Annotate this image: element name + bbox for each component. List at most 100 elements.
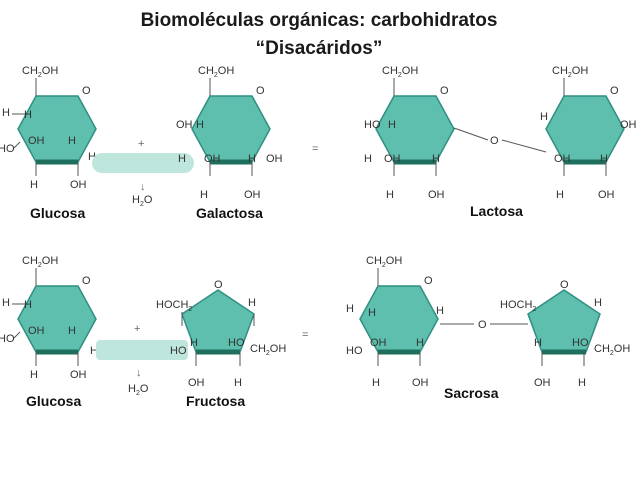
lactose-right-ch2oh: CH2OH bbox=[552, 65, 588, 79]
glucose-1-ch2oh: CH2OH bbox=[22, 65, 58, 79]
fructose-c2-ho: HO bbox=[170, 345, 187, 357]
galactose-c4-oh: OH bbox=[176, 119, 193, 131]
galactose-bottom-oh: OH bbox=[244, 189, 261, 201]
lactose-left-ring-oxygen: O bbox=[440, 85, 449, 97]
glycosidic-bond-lactose-a bbox=[453, 127, 489, 141]
sucrose-fructose-c3-h: H bbox=[534, 337, 542, 349]
glucose-2-c1-sub: H bbox=[90, 345, 98, 357]
lactose-left-c3-h: H bbox=[364, 153, 372, 165]
glycosidic-bond-lactose-b bbox=[501, 139, 547, 153]
lactose-left-bottom-h: H bbox=[386, 189, 394, 201]
glucose-2-c4-oh-bond bbox=[13, 331, 21, 339]
sucrose-glucose-c2-h: H bbox=[416, 337, 424, 349]
glucosa-label-2: Glucosa bbox=[26, 393, 81, 409]
glycosidic-oxygen-sucrose: O bbox=[478, 319, 487, 331]
sucrose-fructose-c4-ho: HO bbox=[572, 337, 589, 349]
water-label-2: H2O bbox=[128, 383, 149, 397]
galactose-c4-h: H bbox=[196, 119, 204, 131]
galactose-c1-h: H bbox=[178, 153, 186, 165]
glucose-ring-2 bbox=[17, 285, 97, 353]
fructose-c5-h: H bbox=[248, 297, 256, 309]
water-arrow-1: ↓ bbox=[140, 181, 146, 193]
plus-sign-2: + bbox=[134, 323, 140, 335]
glucose-1-c4-ho: HO bbox=[0, 143, 15, 155]
glucose-2-ch2oh: CH2OH bbox=[22, 255, 58, 269]
lactosa-label: Lactosa bbox=[470, 203, 523, 219]
water-arrow-2: ↓ bbox=[136, 367, 142, 379]
lactose-right-c2-h: H bbox=[600, 153, 608, 165]
fructose-hoch2: HOCH2 bbox=[156, 299, 192, 313]
fructose-c3-h: H bbox=[190, 337, 198, 349]
sucrose-glucose-c4-h: H bbox=[346, 303, 354, 315]
plus-sign-1: + bbox=[138, 138, 144, 150]
sucrose-fructose-c5-h: H bbox=[594, 297, 602, 309]
glucose-1-c2-oh: OH bbox=[70, 179, 87, 191]
sucrose-glucose-ch2oh: CH2OH bbox=[366, 255, 402, 269]
fructosa-label: Fructosa bbox=[186, 393, 245, 409]
sacrosa-label: Sacrosa bbox=[444, 385, 499, 401]
sucrose-fructose-bottom-h: H bbox=[578, 377, 586, 389]
galactose-bottom-h: H bbox=[200, 189, 208, 201]
lactose-left-c4-ho: HO bbox=[364, 119, 381, 131]
galactose-ch2oh: CH2OH bbox=[198, 65, 234, 79]
galactose-c3-oh: OH bbox=[266, 153, 283, 165]
lactose-left-c2-h: H bbox=[432, 153, 440, 165]
glycosidic-oxygen-lactose: O bbox=[490, 135, 499, 147]
glucose-2-c2-h: H bbox=[68, 325, 76, 337]
galactose-ring-oxygen: O bbox=[256, 85, 265, 97]
fructose-ch2oh: CH2OH bbox=[250, 343, 286, 357]
lactose-right-c1-oh: OH bbox=[620, 119, 637, 131]
fructose-bottom-oh: OH bbox=[188, 377, 205, 389]
fructose-ring-oxygen: O bbox=[214, 279, 223, 291]
glucosa-label-1: Glucosa bbox=[30, 205, 85, 221]
fructose-c4-ho: HO bbox=[228, 337, 245, 349]
sucrose-glucose-c3-oh: OH bbox=[370, 337, 387, 349]
fructose-bottom-h: H bbox=[234, 377, 242, 389]
glucose-ring-1 bbox=[17, 95, 97, 163]
glucose-2-c3-h: H bbox=[30, 369, 38, 381]
sucrose-fructose-ch2oh: CH2OH bbox=[594, 343, 630, 357]
lactose-left-ch2oh: CH2OH bbox=[382, 65, 418, 79]
sucrose-fructose-hoch2: HOCH2 bbox=[500, 299, 536, 313]
sucrose-glucose-bottom-oh: OH bbox=[412, 377, 429, 389]
galactose-c2-oh: OH bbox=[204, 153, 221, 165]
sucrose-glucose-c4-h-inner: H bbox=[368, 307, 376, 319]
water-label-1: H2O bbox=[132, 194, 153, 208]
equals-sign-2: = bbox=[302, 329, 308, 341]
slide-title: Biomoléculas orgánicas: carbohidratos bbox=[140, 10, 498, 31]
sucrose-glucose-c4-ho: HO bbox=[346, 345, 363, 357]
lactose-right-bottom-oh: OH bbox=[598, 189, 615, 201]
glucose-2-c2-oh: OH bbox=[70, 369, 87, 381]
glucose-1-c3-h: H bbox=[30, 179, 38, 191]
glucose-1-ring-oxygen: O bbox=[82, 85, 91, 97]
equals-sign-1: = bbox=[312, 143, 318, 155]
sucrose-glucose-ring-oxygen: O bbox=[424, 275, 433, 287]
sucrose-fructose-bottom-oh: OH bbox=[534, 377, 551, 389]
glucose-1-c4-h-inner: H bbox=[24, 109, 32, 121]
sucrose-glucose-bottom-h: H bbox=[372, 377, 380, 389]
glucose-1-c3-oh: OH bbox=[28, 135, 45, 147]
lactose-left-c4-h: H bbox=[388, 119, 396, 131]
glucose-2-c4-h: H bbox=[2, 297, 10, 309]
galactosa-label: Galactosa bbox=[196, 205, 263, 221]
glucose-1-c4-h: H bbox=[2, 107, 10, 119]
glucose-2-ring-oxygen: O bbox=[82, 275, 91, 287]
lactose-right-c4-h: H bbox=[540, 111, 548, 123]
glucose-2-c4-ho: HO bbox=[0, 333, 15, 345]
sucrose-fructose-ring-oxygen: O bbox=[560, 279, 569, 291]
glucose-2-c3-oh: OH bbox=[28, 325, 45, 337]
water-elimination-bar-1 bbox=[92, 153, 194, 173]
lactose-right-c3-oh: OH bbox=[554, 153, 571, 165]
lactose-right-ring-oxygen: O bbox=[610, 85, 619, 97]
glucose-1-c4-oh-bond bbox=[13, 141, 21, 149]
sucrose-glucose-c1-h: H bbox=[436, 305, 444, 317]
glucose-2-c4-h-inner: H bbox=[24, 299, 32, 311]
lactose-left-bottom-oh: OH bbox=[428, 189, 445, 201]
glucose-1-c1-sub: H bbox=[88, 151, 96, 163]
lactose-right-bottom-h: H bbox=[556, 189, 564, 201]
lactose-left-c3-oh: OH bbox=[384, 153, 401, 165]
slide-subtitle: “Disacáridos” bbox=[255, 38, 383, 59]
glucose-1-c2-h: H bbox=[68, 135, 76, 147]
